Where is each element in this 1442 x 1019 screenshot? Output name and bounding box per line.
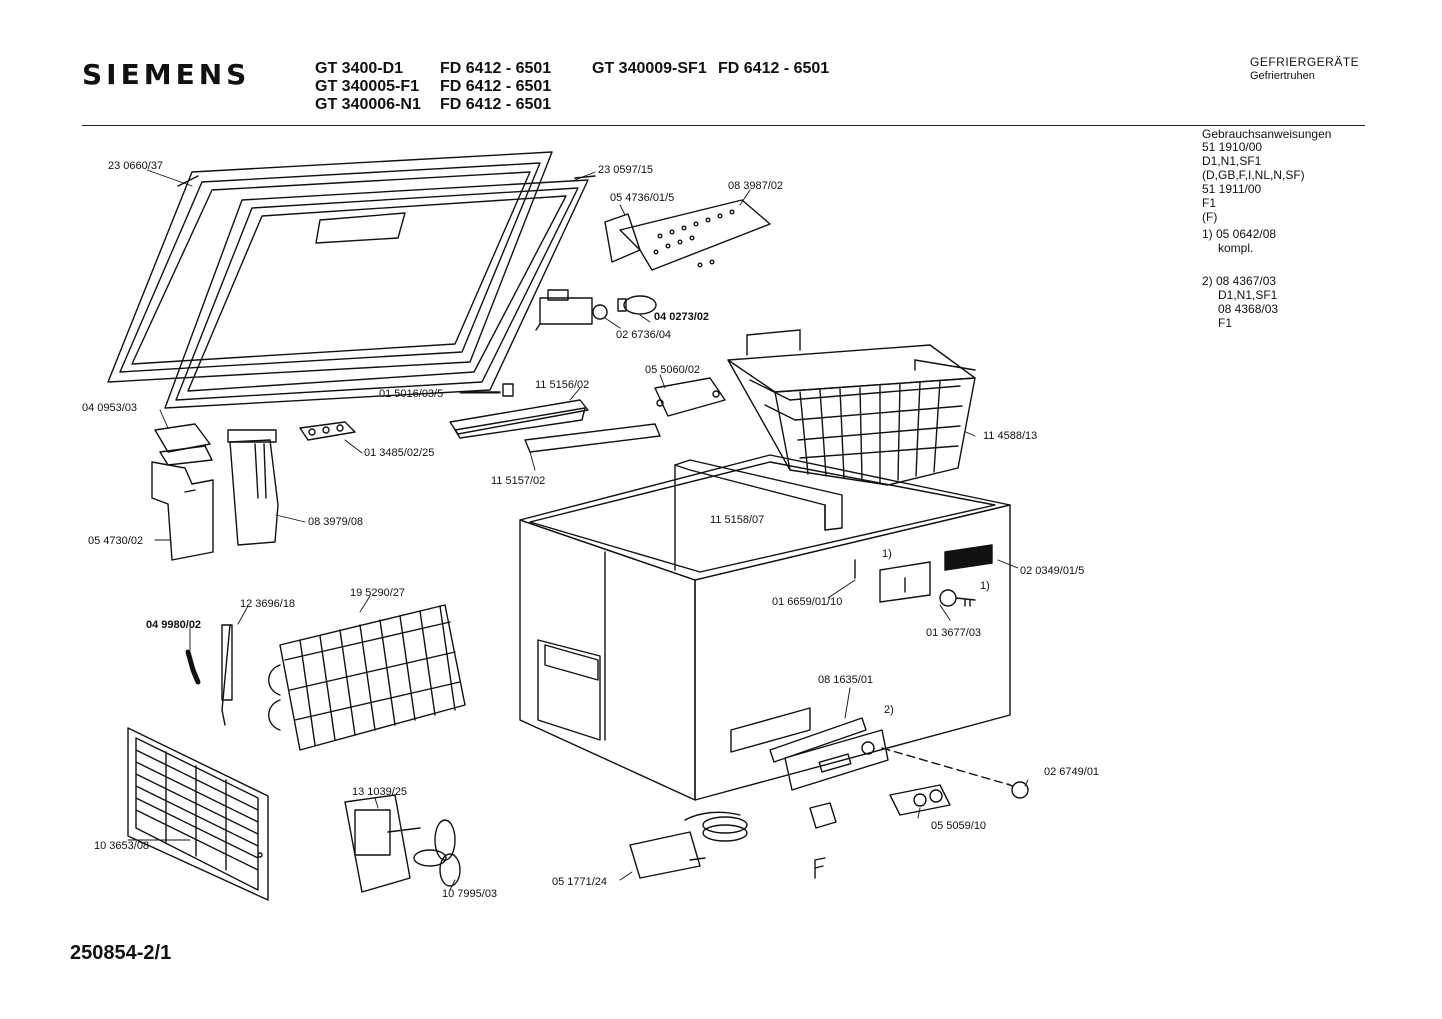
hinge-plate-small [300,422,355,440]
note-line: (F) [1202,210,1218,224]
part-label: 23 0597/15 [598,164,654,176]
header-rule [82,125,1365,126]
small-clip [503,384,513,396]
note-line: kompl. [1218,241,1254,255]
switch-block [890,785,950,815]
note-line: (D,GB,F,I,NL,N,SF) [1202,168,1305,182]
category-title: GEFRIERGERÄTE [1250,55,1360,69]
lamp-cover [605,200,770,270]
note-line: D1,N1,SF1 [1202,154,1262,168]
lid-frame-inner [165,180,588,408]
note-line: F1 [1218,316,1233,330]
capillary-tube [222,625,232,725]
part-label: 08 3979/08 [308,516,364,528]
footnote-marker: 1) [882,548,892,560]
bracket-left-top [155,424,212,465]
model-list-1: GT 3400-D1 GT 340005-F1 GT 340006-N1 [315,60,421,114]
part-label: 04 9980/02 [146,619,202,631]
part-label: 05 4730/02 [88,535,144,547]
document-number: 250854-2/1 [70,942,172,964]
handle-bar-upper [450,400,588,438]
fd-number-4: FD 6412 - 6501 [718,60,830,77]
part-label: 01 6659/01/10 [772,596,843,608]
drain-hose [188,652,198,682]
model-gt340006-n1: GT 340006-N1 [315,96,421,113]
note-line: F1 [1202,196,1217,210]
fan-blade [414,820,460,886]
part-label: 04 0953/03 [82,402,138,414]
part-label: 19 5290/27 [350,587,406,599]
panel-frame [770,718,866,762]
part-label: 05 5059/10 [931,820,987,832]
part-label: 02 6749/01 [1044,766,1100,778]
lid-frame-outer [108,152,552,382]
footnote-marker: 1) [980,580,990,592]
part-label: 05 5060/02 [645,364,701,376]
wire-basket [728,330,975,485]
part-label: 10 3653/08 [94,840,150,852]
part-label: 08 1635/01 [818,674,874,686]
lamp-bulb [618,296,656,314]
note-line: 2) 08 4367/03 [1202,274,1277,288]
fd-number-1: FD 6412 - 6501 [440,60,552,77]
note-line: 51 1911/00 [1202,182,1262,196]
note-line: Gebrauchsanweisungen [1202,127,1332,141]
part-label: 11 5157/02 [491,475,546,487]
part-label: 11 5158/07 [710,514,765,526]
spring-clip [815,858,825,878]
part-label: 01 3677/03 [926,627,982,639]
model-gt340005-f1: GT 340005-F1 [315,78,420,95]
divider-panel [675,460,842,570]
lamp-socket [536,290,607,330]
part-label: 02 6736/04 [616,329,672,341]
part-label: 23 0660/37 [108,160,164,172]
part-label: 02 0349/01/5 [1020,565,1085,577]
part-label: 08 3987/02 [728,180,784,192]
hinge-block [655,378,725,416]
freezer-cabinet [520,455,1010,800]
control-knob [1008,782,1028,798]
part-label: 11 5156/02 [535,379,590,391]
note-line: 1) 05 0642/08 [1202,227,1277,241]
model-gt340009-sf1: GT 340009-SF1 [592,60,707,77]
part-label: 01 5016/03/5 [379,388,444,400]
note-line: D1,N1,SF1 [1218,288,1278,302]
vent-grille [128,728,268,900]
small-clip-2 [810,803,836,828]
category-subtitle: Gefriertruhen [1250,70,1315,82]
part-label: 10 7995/03 [442,888,498,900]
part-label: 05 1771/24 [552,876,608,888]
thermostat [630,812,747,878]
footnote-marker: 2) [884,704,894,716]
part-label: 12 3696/18 [240,598,296,610]
part-label: 04 0273/02 [654,311,710,323]
note-line: 08 4368/03 [1218,302,1279,316]
hinge-assembly [228,430,278,545]
bracket-left-plate [152,462,213,560]
model-list-2: FD 6412 - 6501 FD 6412 - 6501 FD 6412 - … [440,60,551,114]
model-gt3400-d1: GT 3400-D1 [315,60,404,77]
part-label: 11 4588/13 [983,430,1038,442]
part-label: 01 3485/02/25 [364,447,435,459]
condenser-coil [269,605,465,750]
part-label: 05 4736/01/5 [610,192,675,204]
brand-logo: SIEMENS [82,58,251,91]
leader-lines [128,170,1028,890]
fd-number-3: FD 6412 - 6501 [440,96,552,113]
assembly-line [882,748,1010,785]
fd-number-2: FD 6412 - 6501 [440,78,552,95]
panel-cover [785,730,888,790]
fan-motor [345,795,420,892]
note-line: 51 1910/00 [1202,140,1263,154]
lock-key [940,590,975,606]
handle-bar-lower [525,424,660,452]
part-label: 13 1039/25 [352,786,408,798]
